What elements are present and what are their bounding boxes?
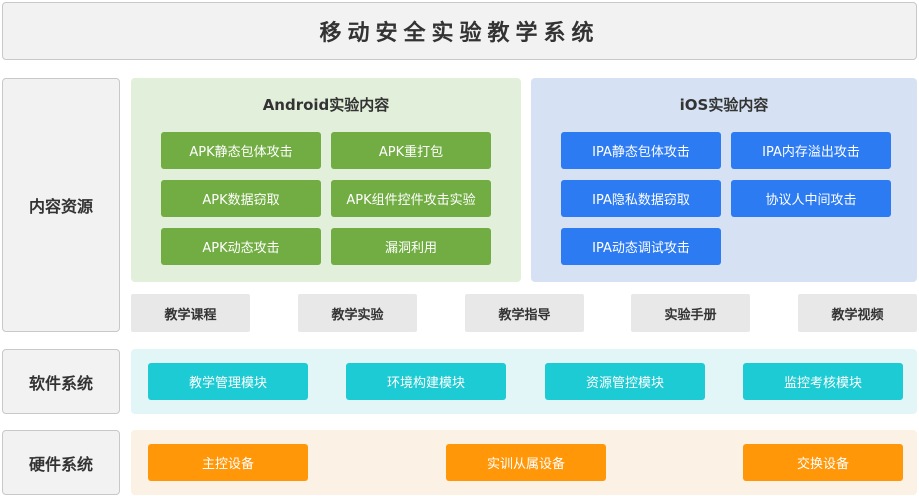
- row-label-hardware: 硬件系统: [2, 430, 120, 495]
- ios-item-memory-overflow-attack[interactable]: IPA内存溢出攻击: [731, 132, 891, 169]
- resource-experiment[interactable]: 教学实验: [298, 294, 417, 332]
- android-item-dynamic-attack[interactable]: APK动态攻击: [161, 228, 321, 265]
- ios-item-static-package-attack[interactable]: IPA静态包体攻击: [561, 132, 721, 169]
- ios-item-privacy-data-theft[interactable]: IPA隐私数据窃取: [561, 180, 721, 217]
- ios-panel-title: iOS实验内容: [679, 96, 769, 114]
- row-label-software: 软件系统: [2, 349, 120, 414]
- android-item-static-package-attack[interactable]: APK静态包体攻击: [161, 132, 321, 169]
- resource-guidance[interactable]: 教学指导: [465, 294, 584, 332]
- android-item-data-theft[interactable]: APK数据窃取: [161, 180, 321, 217]
- hardware-device-training-slave[interactable]: 实训从属设备: [446, 444, 606, 481]
- android-item-component-attack[interactable]: APK组件控件攻击实验: [331, 180, 491, 217]
- software-panel: 教学管理模块 环境构建模块 资源管控模块 监控考核模块: [131, 349, 917, 414]
- ios-item-mitm-attack[interactable]: 协议人中间攻击: [731, 180, 891, 217]
- resource-manual[interactable]: 实验手册: [631, 294, 750, 332]
- hardware-device-master[interactable]: 主控设备: [148, 444, 308, 481]
- software-module-monitor-assessment[interactable]: 监控考核模块: [743, 363, 903, 400]
- android-panel: Android实验内容 APK静态包体攻击 APK重打包 APK数据窃取 APK…: [131, 78, 521, 282]
- software-module-resource-control[interactable]: 资源管控模块: [545, 363, 705, 400]
- hardware-device-switch[interactable]: 交换设备: [743, 444, 903, 481]
- android-item-repackage[interactable]: APK重打包: [331, 132, 491, 169]
- page-title: 移动安全实验教学系统: [2, 2, 917, 60]
- ios-panel: iOS实验内容 IPA静态包体攻击 IPA内存溢出攻击 IPA隐私数据窃取 协议…: [531, 78, 917, 282]
- hardware-panel: 主控设备 实训从属设备 交换设备: [131, 430, 917, 495]
- resource-video[interactable]: 教学视频: [798, 294, 917, 332]
- resource-course[interactable]: 教学课程: [131, 294, 250, 332]
- software-module-teaching-management[interactable]: 教学管理模块: [148, 363, 308, 400]
- android-item-vulnerability-exploit[interactable]: 漏洞利用: [331, 228, 491, 265]
- row-label-content: 内容资源: [2, 78, 120, 332]
- software-module-environment-build[interactable]: 环境构建模块: [346, 363, 506, 400]
- android-panel-title: Android实验内容: [262, 96, 390, 114]
- ios-item-dynamic-debug-attack[interactable]: IPA动态调试攻击: [561, 228, 721, 265]
